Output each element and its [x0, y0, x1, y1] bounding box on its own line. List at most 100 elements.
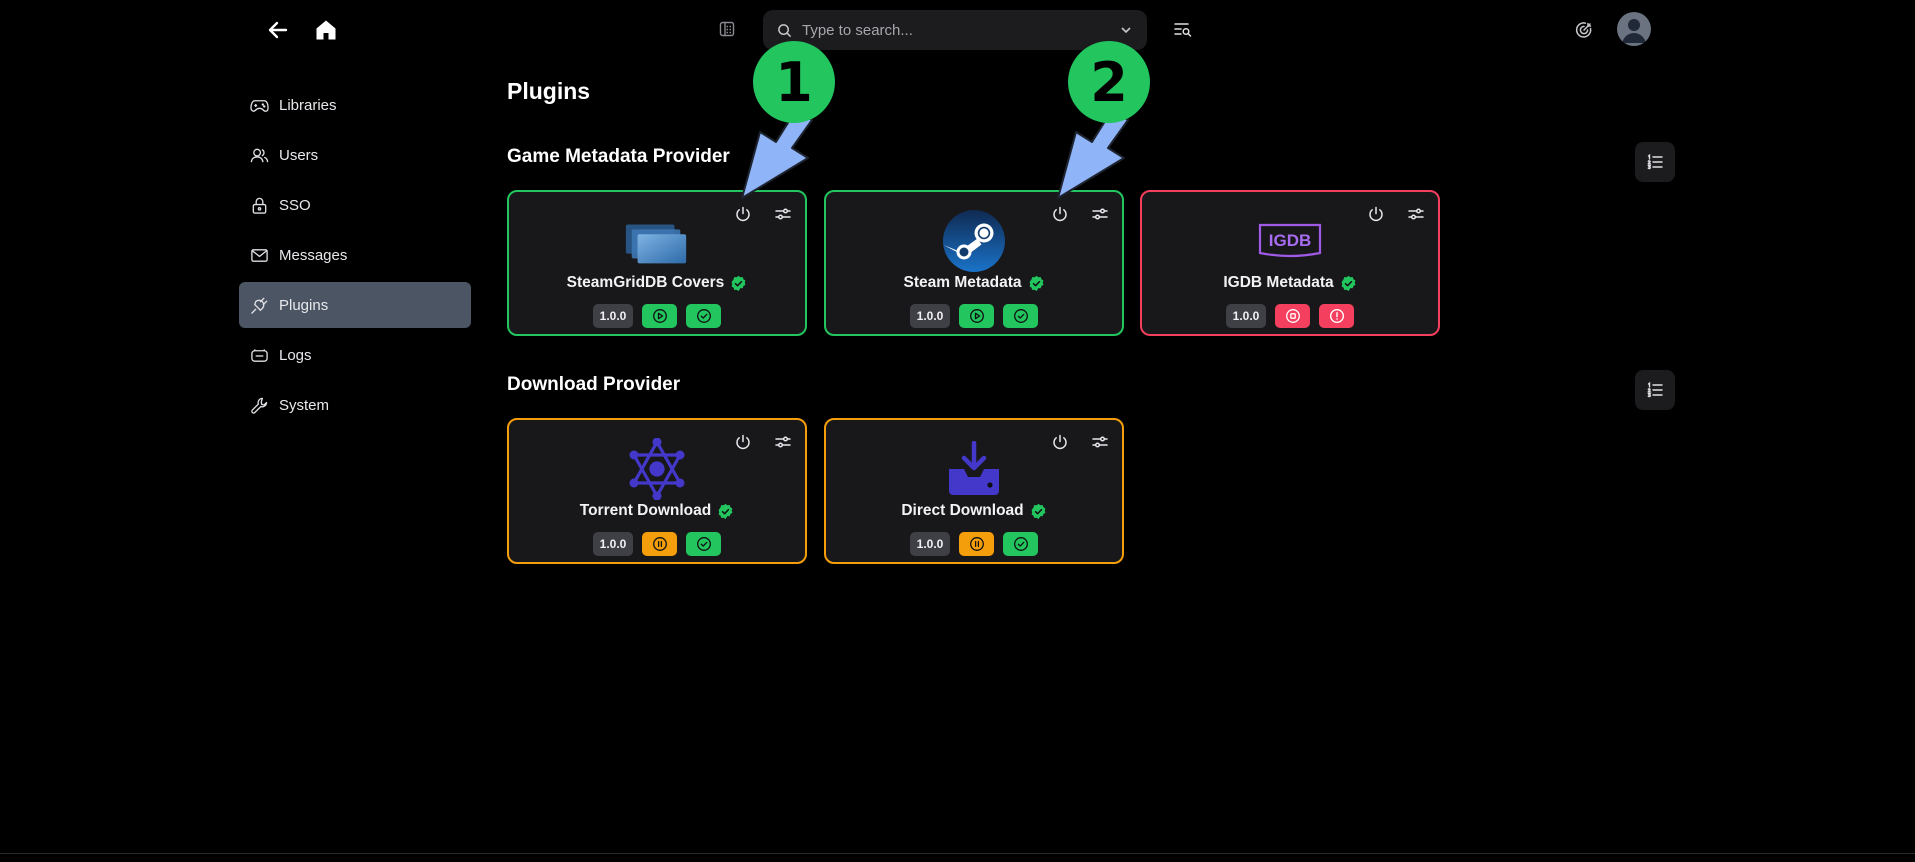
list-search-icon [1174, 23, 1192, 37]
list-ordered-icon [1647, 153, 1663, 170]
power-button[interactable] [731, 202, 755, 226]
plugin-card-steam-metadata[interactable]: Steam Metadata 1.0.0 [824, 190, 1124, 336]
search-icon [778, 23, 792, 37]
verified-icon [1341, 275, 1356, 291]
torrent-logo [622, 434, 692, 504]
version-badge: 1.0.0 [1226, 304, 1266, 328]
sidebar-item-libraries[interactable]: Libraries [239, 82, 471, 128]
plugin-name: Direct Download [901, 502, 1024, 519]
settings-button[interactable] [771, 202, 795, 226]
home-icon [316, 20, 336, 40]
plugin-name: Torrent Download [579, 502, 712, 519]
sidebar-item-label: Users [279, 146, 319, 164]
sidebar-item-label: Libraries [279, 96, 337, 114]
annotation-arrow-2 [1057, 109, 1129, 199]
pause-circle-icon [652, 537, 667, 551]
search-bar[interactable] [763, 10, 1147, 50]
verified-icon [1031, 503, 1046, 519]
power-button[interactable] [1048, 430, 1072, 454]
settings-button[interactable] [1404, 202, 1428, 226]
mail-icon [249, 245, 269, 265]
annotation-marker-1: 1 [753, 41, 835, 123]
chevron-down-icon[interactable] [1119, 23, 1133, 37]
plugin-card-direct-download[interactable]: Direct Download 1.0.0 [824, 418, 1124, 564]
target-icon [1575, 22, 1592, 38]
section-title-game-metadata: Game Metadata Provider [507, 146, 730, 167]
wrench-icon [249, 395, 269, 415]
sidebar-item-messages[interactable]: Messages [239, 232, 471, 278]
sidebar-item-system[interactable]: System [239, 382, 471, 428]
power-icon [1369, 206, 1383, 222]
plugin-card-igdb-metadata[interactable]: IGDB IGDB Metadata 1.0.0 [1140, 190, 1440, 336]
sort-button-game-metadata[interactable] [1635, 142, 1675, 182]
sliders-icon [775, 436, 791, 448]
power-button[interactable] [1364, 202, 1388, 226]
power-button[interactable] [731, 430, 755, 454]
play-circle-icon [969, 309, 984, 323]
igdb-logo-text: IGDB [1269, 231, 1312, 250]
annotation-arrow-1 [741, 109, 813, 199]
check-circle-icon [1013, 309, 1028, 323]
user-avatar[interactable] [1617, 12, 1651, 46]
plugin-name: IGDB Metadata [1223, 274, 1334, 291]
health-ok-badge [686, 304, 721, 328]
sidebar-item-label: Logs [279, 346, 312, 364]
settings-button[interactable] [771, 430, 795, 454]
logs-icon [249, 345, 269, 365]
plugin-name: Steam Metadata [903, 274, 1022, 291]
version-badge: 1.0.0 [593, 304, 633, 328]
power-icon [736, 434, 750, 450]
sidebar-item-plugins[interactable]: Plugins [239, 282, 471, 328]
arrow-left-icon [268, 21, 288, 39]
health-ok-badge [686, 532, 721, 556]
plugin-name: SteamGridDB Covers [566, 274, 725, 291]
power-icon [736, 206, 750, 222]
sidebar-item-sso[interactable]: SSO [239, 182, 471, 228]
settings-button[interactable] [1088, 430, 1112, 454]
steam-logo [939, 206, 1009, 276]
check-circle-icon [1013, 537, 1028, 551]
plugin-card-torrent-download[interactable]: Torrent Download 1.0.0 [507, 418, 807, 564]
pause-circle-icon [969, 537, 984, 551]
status-paused-badge [959, 532, 994, 556]
alert-circle-icon [1329, 308, 1344, 324]
status-running-badge [959, 304, 994, 328]
verified-icon [718, 503, 733, 519]
sliders-icon [1092, 436, 1108, 448]
power-button[interactable] [1048, 202, 1072, 226]
sidebar-item-label: SSO [279, 196, 311, 214]
sidebar-item-logs[interactable]: Logs [239, 332, 471, 378]
health-ok-badge [1003, 532, 1038, 556]
back-button[interactable] [264, 16, 292, 44]
status-running-badge [642, 304, 677, 328]
sort-button-download-provider[interactable] [1635, 370, 1675, 410]
health-error-badge [1319, 304, 1354, 328]
section-title-download-provider: Download Provider [507, 374, 681, 395]
health-ok-badge [1003, 304, 1038, 328]
list-ordered-icon [1647, 381, 1663, 398]
bottom-divider [0, 853, 1915, 854]
version-badge: 1.0.0 [910, 304, 950, 328]
version-badge: 1.0.0 [593, 532, 633, 556]
layout-icon [719, 21, 735, 37]
toggle-sidebar-button[interactable] [716, 18, 738, 40]
plugin-card-steamgriddb[interactable]: SteamGridDB Covers 1.0.0 [507, 190, 807, 336]
sidebar-item-label: Messages [279, 246, 348, 264]
check-circle-icon [696, 537, 711, 551]
sliders-icon [1092, 208, 1108, 220]
advanced-search-button[interactable] [1172, 18, 1194, 40]
plug-icon [249, 295, 269, 315]
home-button[interactable] [312, 16, 340, 44]
settings-button[interactable] [1088, 202, 1112, 226]
igdb-logo: IGDB [1255, 206, 1325, 276]
goals-button[interactable] [1572, 18, 1596, 42]
annotation-marker-2: 2 [1068, 41, 1150, 123]
sliders-icon [1408, 208, 1424, 220]
search-input[interactable] [800, 20, 1119, 40]
sliders-icon [775, 208, 791, 220]
gamepad-icon [249, 95, 269, 115]
sidebar-item-users[interactable]: Users [239, 132, 471, 178]
status-paused-badge [642, 532, 677, 556]
verified-icon [731, 275, 746, 291]
page-title: Plugins [507, 78, 591, 104]
